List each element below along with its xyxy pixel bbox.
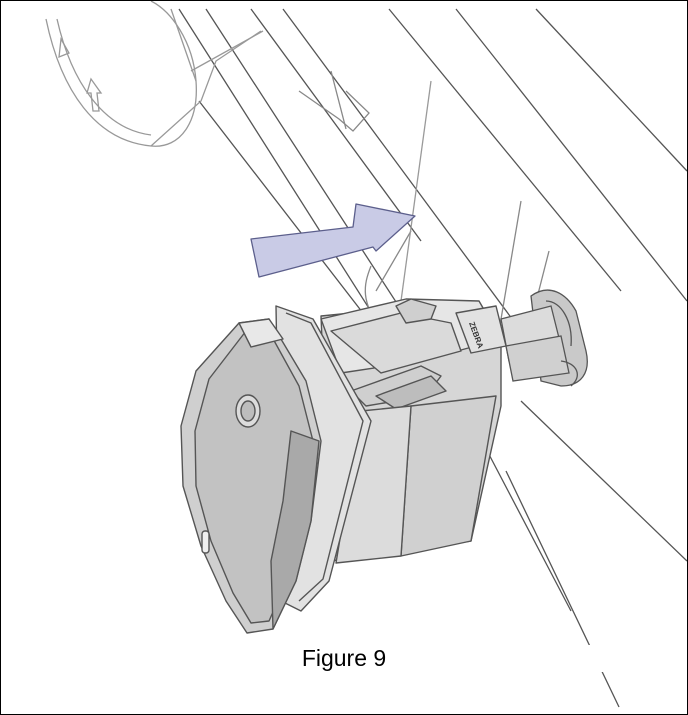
ribbon-spindle bbox=[45, 1, 264, 147]
lock-arrow-icon bbox=[86, 77, 103, 112]
cap-slot bbox=[201, 530, 210, 554]
insertion-arrow-icon bbox=[250, 203, 416, 278]
figure-caption: Figure 9 bbox=[1, 645, 687, 672]
led-indicator-icon bbox=[235, 394, 261, 428]
brand-plate bbox=[455, 305, 507, 354]
printhead-cartridge bbox=[180, 298, 507, 634]
connector-gear bbox=[500, 289, 588, 387]
